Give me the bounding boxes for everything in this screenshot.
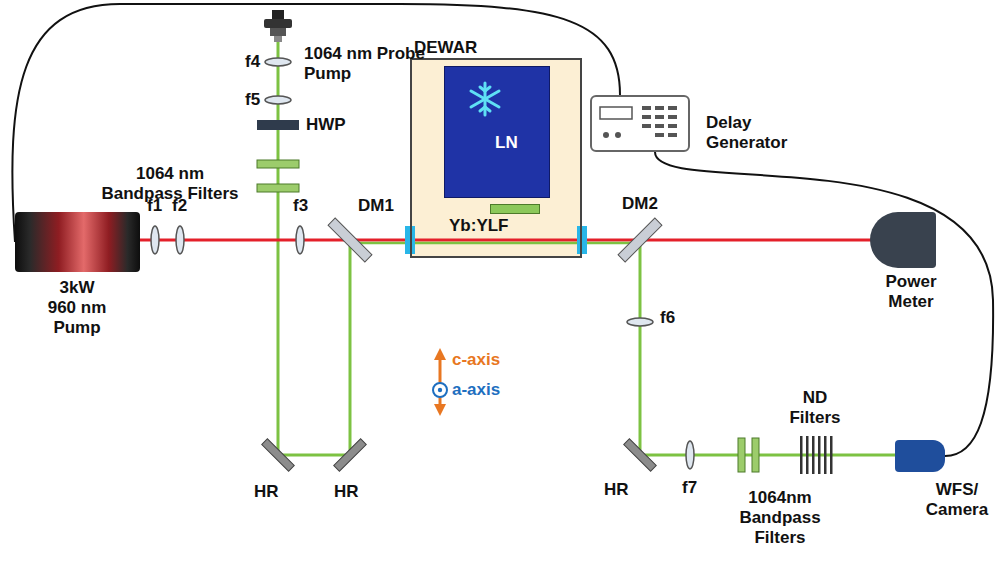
probe-beam	[639, 243, 642, 455]
snowflake-icon	[465, 79, 505, 119]
bandpass-filter	[752, 438, 759, 472]
axis-label: c-axis	[452, 350, 500, 370]
lens	[686, 441, 694, 469]
lens	[265, 96, 291, 104]
node-label: Power Meter	[876, 272, 946, 312]
part-label: f1	[147, 196, 162, 216]
dichroic-mirror	[328, 218, 372, 262]
part-label: HR	[604, 480, 629, 500]
part-label: f6	[660, 308, 675, 328]
part-label: DM1	[358, 196, 394, 216]
bandpass-filter	[257, 184, 299, 192]
part-label: f7	[682, 478, 697, 498]
part-label: HR	[254, 482, 279, 502]
instrument-panel	[592, 97, 688, 150]
probe-laser: 1064 nm Probe Pump	[264, 10, 292, 42]
nd-filter	[818, 436, 821, 474]
part-label: f3	[293, 196, 308, 216]
nd-filters	[800, 436, 833, 474]
crystal: Yb:YLF	[490, 204, 540, 214]
probe-beam	[278, 454, 350, 457]
part-label: 1064nm Bandpass Filters	[732, 488, 828, 548]
ln-reservoir: LN	[444, 66, 550, 198]
part-label: DM2	[622, 194, 658, 214]
pump-beam	[140, 239, 872, 242]
lens	[296, 226, 304, 254]
nd-filter	[830, 436, 833, 474]
trigger-cable	[655, 152, 993, 456]
pump-laser: 3kW 960 nm Pump	[15, 212, 140, 272]
part-label: HWP	[306, 115, 346, 135]
lens	[627, 318, 653, 326]
part-label: f2	[172, 196, 187, 216]
dewar: DEWARLNYb:YLF	[410, 58, 582, 258]
a-axis-symbol	[438, 388, 442, 392]
half-wave-plate	[257, 120, 299, 130]
dewar-fill	[410, 58, 582, 258]
bandpass-filter	[738, 438, 745, 472]
node-label: DEWAR	[414, 38, 494, 58]
hr-mirror	[334, 439, 367, 472]
part-label: f4	[245, 52, 260, 72]
laser-head-icon	[264, 10, 292, 42]
part-label: ND Filters	[780, 388, 850, 428]
lens	[176, 226, 184, 254]
probe-beam	[350, 242, 640, 245]
trigger-cable	[12, 4, 620, 242]
bandpass-filter	[257, 160, 299, 168]
camera: WFS/ Camera	[895, 440, 945, 472]
power-meter: Power Meter	[870, 212, 936, 268]
probe-beam	[349, 243, 352, 455]
node-label: 3kW 960 nm Pump	[45, 278, 109, 338]
nd-filter	[824, 436, 827, 474]
window	[577, 226, 587, 254]
node-label: LN	[495, 133, 535, 153]
part-label: HR	[334, 482, 359, 502]
node-label: Yb:YLF	[449, 216, 529, 236]
hr-mirror	[624, 439, 657, 472]
axis-label: a-axis	[452, 380, 500, 400]
part-label: 1064 nm Bandpass Filters	[95, 164, 245, 204]
dichroic-mirror	[618, 218, 662, 262]
part-label: f5	[245, 90, 260, 110]
nd-filter	[806, 436, 809, 474]
nd-filter	[812, 436, 815, 474]
node-label: Delay Generator	[706, 113, 798, 153]
hr-mirror	[262, 439, 295, 472]
node-label: WFS/ Camera	[917, 480, 997, 520]
delay-generator: Delay Generator	[590, 95, 690, 152]
probe-beam	[640, 454, 896, 457]
a-axis-symbol	[433, 383, 447, 397]
nd-filter	[800, 436, 803, 474]
lens	[151, 226, 159, 254]
lens	[265, 58, 291, 66]
